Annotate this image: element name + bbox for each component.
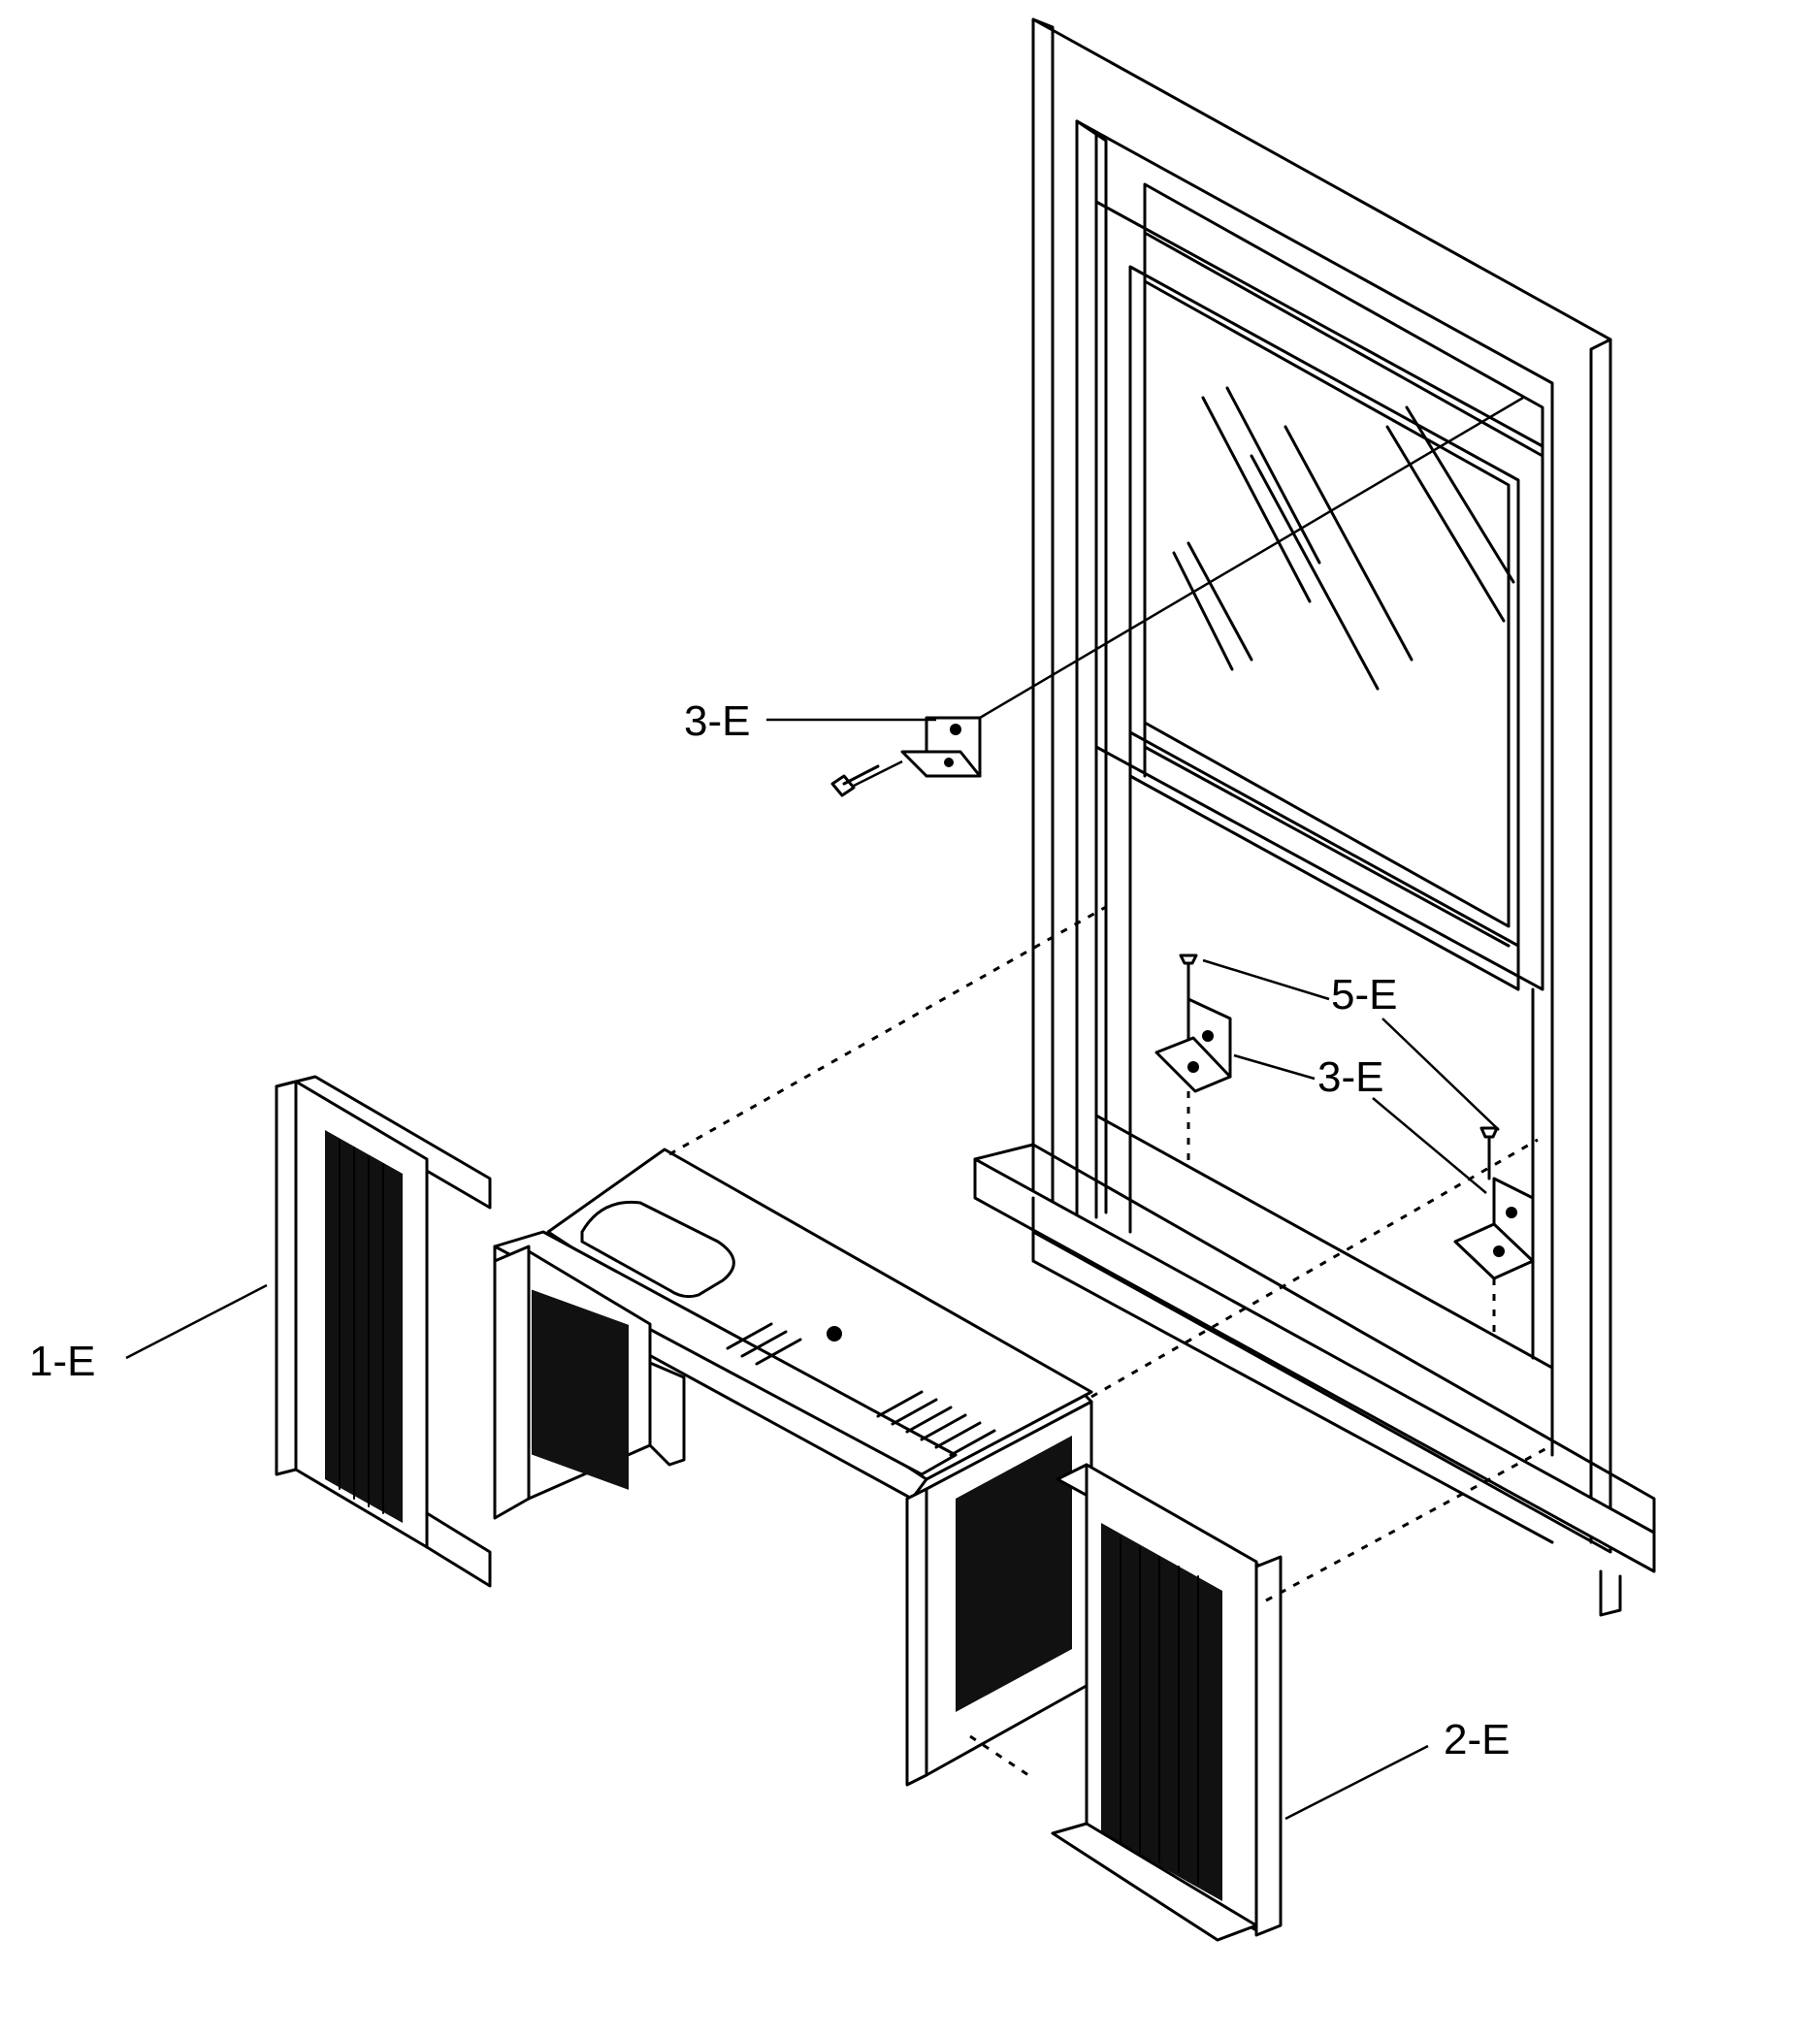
label-panel-right: 2-E (1444, 1716, 1510, 1763)
label-screw: 5-E (1331, 971, 1397, 1018)
window-bracket-upper (900, 716, 982, 778)
window-bracket-middle (1154, 997, 1232, 1093)
screw-middle (1179, 954, 1198, 1001)
side-panel-left-pleats (339, 1139, 384, 1514)
screw-right (1479, 1126, 1499, 1180)
leader-lines (125, 718, 1500, 1821)
cabinet-sleeve (493, 1148, 1093, 1787)
cabinet-top-hole (827, 1326, 842, 1342)
side-panel-right (1051, 1463, 1283, 1942)
cabinet-left-louvers (532, 1289, 629, 1490)
label-bracket-middle: 3-E (1317, 1053, 1383, 1101)
window-frame (973, 17, 1656, 1617)
projection-lines (668, 396, 1553, 1777)
screw-upper-left (830, 764, 880, 797)
side-panel-right-pleats (1120, 1536, 1199, 1885)
window-bracket-right (1453, 1177, 1535, 1280)
cabinet-right-louvers (956, 1436, 1072, 1712)
cabinet-top-vents (726, 1322, 996, 1457)
side-panel-left (275, 1075, 492, 1588)
label-bracket-upper: 3-E (684, 697, 750, 745)
label-panel-left: 1-E (29, 1338, 95, 1385)
